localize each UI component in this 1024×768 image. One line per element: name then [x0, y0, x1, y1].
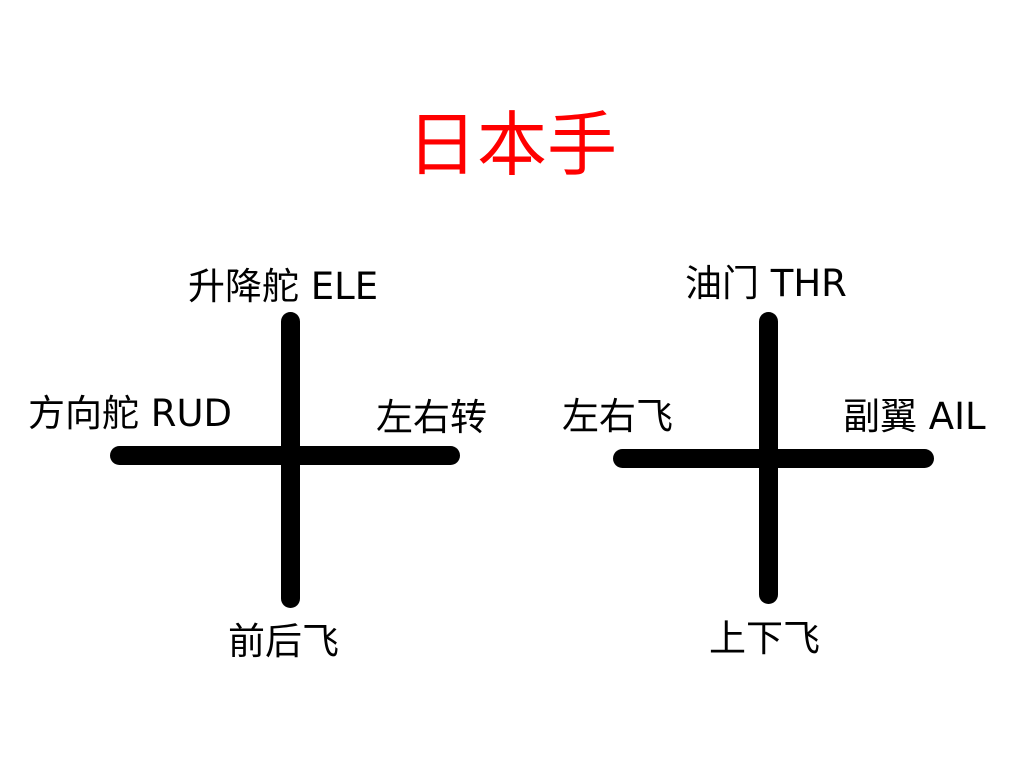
left-down-label: 前后飞 — [228, 620, 339, 663]
left-left-label: 方向舵 RUD — [28, 392, 233, 435]
left-horizontal-axis — [110, 446, 460, 465]
right-up-label: 油门 THR — [685, 262, 847, 305]
right-left-label: 左右飞 — [562, 395, 673, 438]
left-up-label: 升降舵 ELE — [188, 265, 379, 308]
right-right-label: 副翼 AIL — [843, 395, 986, 438]
right-horizontal-axis — [613, 449, 934, 468]
left-right-label: 左右转 — [376, 396, 487, 439]
diagram-title: 日本手 — [407, 104, 617, 186]
right-down-label: 上下飞 — [709, 617, 820, 660]
